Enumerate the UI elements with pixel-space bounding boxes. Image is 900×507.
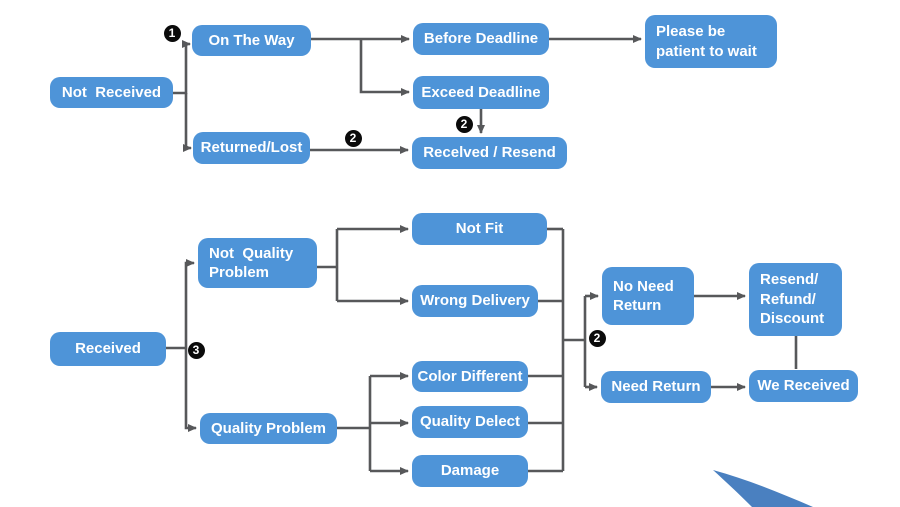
node-exceed-deadline: Exceed Deadline [413, 76, 549, 109]
node-quality-problem: Quality Problem [200, 413, 337, 444]
node-recelved-resend: Recelved / Resend [412, 137, 567, 169]
node-no-need-return: No Need Return [602, 267, 694, 325]
node-resend-refund-discount: Resend/ Refund/ Discount [749, 263, 842, 336]
node-not-quality-problem: Not Quality Problem [198, 238, 317, 288]
node-before-deadline: Before Deadline [413, 23, 549, 55]
node-please-be-patient-to-wait: Please be patient to wait [645, 15, 777, 68]
node-on-the-way: On The Way [192, 25, 311, 56]
swoosh-decoration [713, 470, 813, 507]
step-marker-2: 2 [344, 129, 362, 147]
node-quality-delect: Quality Delect [412, 406, 528, 438]
flow-connector [184, 348, 197, 432]
step-marker-2: 2 [588, 329, 606, 347]
flow-connector [173, 40, 191, 95]
node-not-received: Not Received [50, 77, 173, 108]
node-damage: Damage [412, 455, 528, 487]
flow-connector [183, 93, 192, 152]
node-need-return: Need Return [601, 371, 711, 403]
node-not-fit: Not Fit [412, 213, 547, 245]
flow-connector [359, 39, 410, 96]
node-returned-lost: Returned/Lost [193, 132, 310, 164]
node-wrong-delivery: Wrong Delivery [412, 285, 538, 317]
flow-connector [184, 259, 195, 348]
node-received: Received [50, 332, 166, 366]
step-marker-2: 2 [455, 115, 473, 133]
step-marker-3: 3 [187, 341, 205, 359]
node-we-received: We Received [749, 370, 858, 402]
node-color-different: Color Different [412, 361, 528, 392]
step-marker-1: 1 [163, 24, 181, 42]
